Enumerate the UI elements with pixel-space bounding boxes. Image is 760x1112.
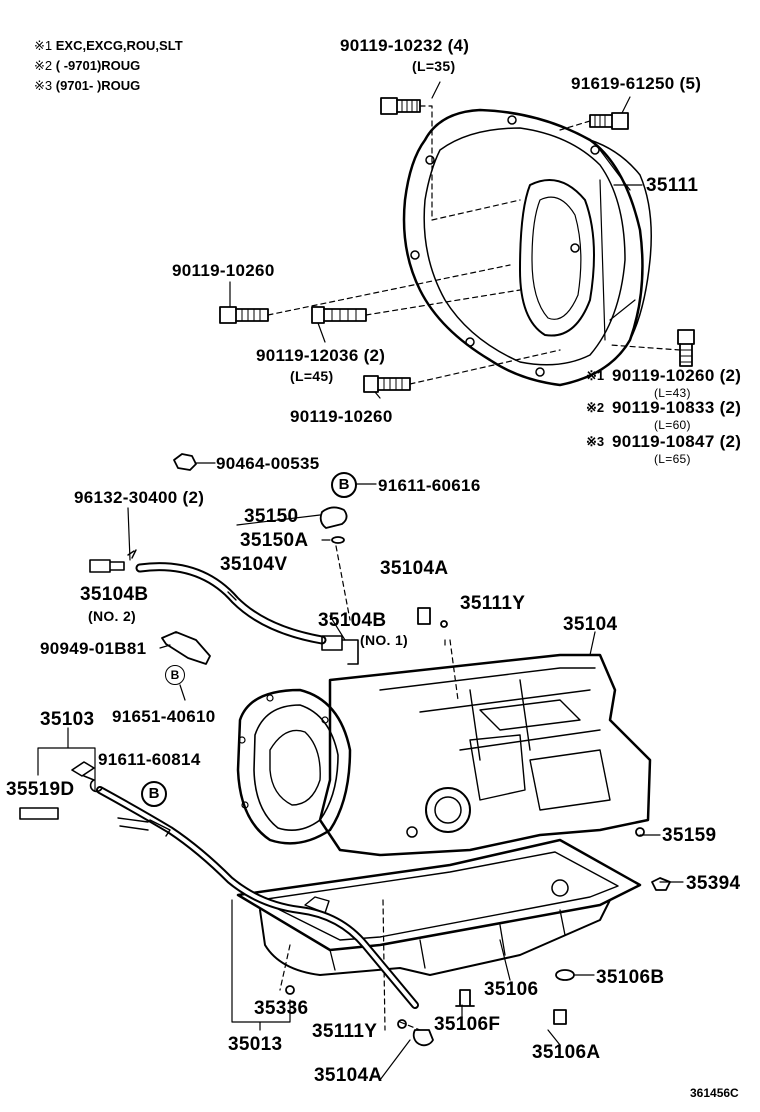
label-90119-10833-length: (L=60) [654, 418, 691, 432]
marker-b-3: B [141, 781, 167, 807]
label-35159[interactable]: 35159 [662, 825, 717, 846]
label-96132-30400[interactable]: 96132-30400 (2) [74, 488, 205, 507]
note-3: ※3 (9701- )ROUG [34, 78, 141, 93]
label-35106B[interactable]: 35106B [596, 967, 665, 988]
label-90119-10847[interactable]: 90119-10847 (2) [612, 432, 742, 451]
label-35103[interactable]: 35103 [40, 709, 95, 730]
label-91651-40610[interactable]: 91651-40610 [112, 707, 216, 726]
transmission-case-drawing [236, 653, 652, 857]
label-90119-12036[interactable]: 90119-12036 (2) [256, 346, 386, 365]
label-91611-60616[interactable]: 91611-60616 [378, 476, 481, 495]
label-35104A-top[interactable]: 35104A [380, 558, 449, 579]
label-35104B-no1[interactable]: 35104B [318, 610, 387, 631]
label-35336[interactable]: 35336 [254, 998, 309, 1019]
label-35394[interactable]: 35394 [686, 873, 741, 894]
marker-note-2: ※2 [586, 400, 605, 415]
label-90119-10232-length: (L=35) [412, 58, 456, 74]
small-parts-drawing [161, 453, 671, 1047]
label-90119-10260-2-length: (L=43) [654, 386, 691, 400]
label-35104B-no2[interactable]: 35104B [80, 584, 149, 605]
marker-note-1: ※1 [586, 368, 605, 383]
label-35150[interactable]: 35150 [244, 506, 299, 527]
transmission-housing-drawing [402, 108, 652, 387]
label-90119-10260-a[interactable]: 90119-10260 [172, 261, 275, 280]
label-35150A[interactable]: 35150A [240, 530, 309, 551]
label-35111Y-bottom[interactable]: 35111Y [312, 1021, 378, 1042]
label-35104[interactable]: 35104 [563, 614, 618, 635]
oil-pan-drawing [236, 838, 642, 976]
note-2: ※2 ( -9701)ROUG [34, 58, 141, 73]
marker-note-3: ※3 [586, 434, 605, 449]
note-1: ※1 EXC,EXCG,ROU,SLT [34, 38, 183, 53]
label-35104B-no2-sub: (NO. 2) [88, 608, 136, 624]
label-35519D[interactable]: 35519D [6, 779, 75, 800]
figure-code: 361456C [690, 1086, 739, 1100]
label-90949-01B81[interactable]: 90949-01B81 [40, 639, 147, 658]
label-35104B-no1-sub: (NO. 1) [360, 632, 408, 648]
label-35106F[interactable]: 35106F [434, 1014, 501, 1035]
hose-drawing [89, 559, 359, 665]
label-35106A[interactable]: 35106A [532, 1042, 601, 1063]
label-91611-60814[interactable]: 91611-60814 [98, 750, 201, 769]
label-90119-12036-length: (L=45) [290, 368, 334, 384]
label-90464-00535[interactable]: 90464-00535 [216, 454, 320, 473]
label-35111Y-top[interactable]: 35111Y [460, 593, 526, 614]
marker-b-2: B [165, 665, 185, 685]
label-91619-61250[interactable]: 91619-61250 (5) [571, 74, 702, 93]
marker-b-1: B [331, 472, 357, 498]
label-35104A-bottom[interactable]: 35104A [314, 1065, 383, 1086]
label-90119-10260-2[interactable]: 90119-10260 (2) [612, 366, 742, 385]
leader-lines-dashed [267, 105, 681, 1031]
label-90119-10232[interactable]: 90119-10232 (4) [340, 36, 470, 55]
dipstick-tube-drawing [71, 761, 419, 1009]
label-35111[interactable]: 35111 [646, 175, 699, 196]
label-35104V[interactable]: 35104V [220, 554, 288, 575]
dipstick-drawing [19, 807, 59, 820]
label-35106[interactable]: 35106 [484, 979, 539, 1000]
label-35013[interactable]: 35013 [228, 1034, 283, 1055]
label-90119-10833[interactable]: 90119-10833 (2) [612, 398, 742, 417]
leader-lines [37, 81, 684, 1081]
label-90119-10847-length: (L=65) [654, 452, 691, 466]
label-90119-10260-b[interactable]: 90119-10260 [290, 407, 393, 426]
